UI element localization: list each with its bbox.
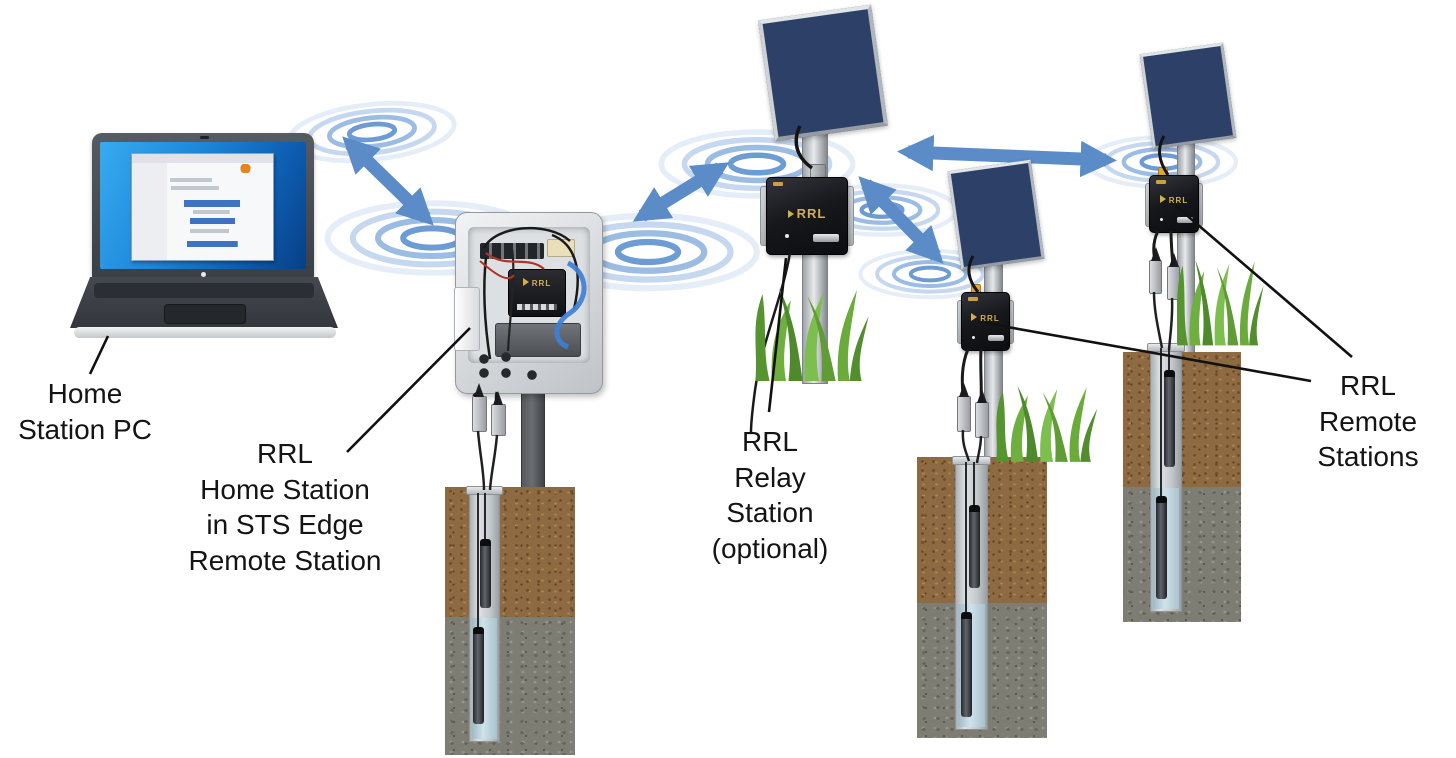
sensor-cable: [1167, 297, 1174, 351]
label-line: in STS Edge: [206, 509, 364, 541]
label-line: RRL: [741, 426, 798, 457]
grass-tuft: [996, 385, 1098, 462]
hinge-button: [201, 272, 206, 277]
laptop-keyboard: [94, 283, 314, 298]
laptop-bottom-edge: [74, 327, 336, 338]
logger-cable: [484, 493, 486, 541]
label-line: Home: [47, 378, 123, 409]
sensor-cable: [1152, 291, 1164, 349]
logger-cable: [965, 462, 967, 614]
label-line: (optional): [711, 532, 829, 564]
sensor-cable: [961, 429, 971, 462]
wireless-link-arrow: [897, 134, 1117, 178]
label-line: Remote Station: [188, 544, 382, 576]
grass-tuft: [755, 288, 869, 381]
label-line: RRL: [1339, 370, 1396, 401]
wireless-link-arrow: [858, 176, 944, 264]
label-home-pc: Home Station PC: [5, 376, 165, 447]
sensor-cable: [472, 390, 480, 397]
water-level-logger: [1164, 370, 1175, 467]
status-led: [1160, 218, 1163, 221]
water-level-logger: [961, 612, 972, 717]
logger-cable: [477, 493, 479, 629]
label-remote-stations: RRL Remote Stations: [1292, 368, 1444, 475]
bedrock-layer: [1123, 487, 1241, 622]
solar-cable: [794, 125, 814, 170]
sensor-cable: [975, 435, 983, 464]
label-leader-line: [346, 327, 471, 453]
sensor-cable: [1169, 230, 1175, 267]
well-casing: [466, 486, 503, 742]
logger-cable: [1160, 348, 1162, 496]
box-brand-text: RRL: [962, 313, 1009, 323]
casing-cap: [952, 456, 991, 465]
label-leader-line: [767, 257, 788, 413]
label-line: Relay: [734, 461, 806, 493]
label-leader-line: [984, 321, 1312, 383]
cable-connector: [1149, 247, 1162, 294]
laptop: [92, 133, 314, 280]
grass-tuft: [1177, 259, 1264, 346]
status-led: [785, 234, 789, 238]
cable-connector: [491, 391, 506, 436]
label-line: Station: [726, 497, 814, 529]
casing-cap: [1147, 343, 1185, 352]
home-station-enclosure: RRL: [454, 212, 603, 394]
water-level-logger: [969, 505, 980, 588]
webcam-icon: [200, 136, 209, 139]
box-brand-text: RRL: [767, 206, 847, 221]
label-leader-line: [88, 335, 110, 375]
connector-port: [988, 335, 1004, 341]
well-cross-section: [445, 486, 575, 755]
water-level-logger: [1156, 496, 1167, 599]
rrl-telemetry-box: RRL: [766, 177, 848, 255]
solar-cable: [967, 255, 980, 293]
rrl-logger-module: RRL: [508, 269, 566, 317]
connector-port: [1177, 217, 1193, 223]
label-leader-line: [1175, 205, 1353, 358]
logger-ports: [517, 304, 557, 310]
label-line: Station PC: [18, 413, 152, 445]
connector-port: [813, 234, 839, 242]
water-level-logger: [480, 539, 491, 608]
wireless-link-arrow: [342, 136, 434, 226]
label-line: RRL: [256, 438, 313, 469]
sensor-cable: [488, 434, 499, 491]
label-line: Stations: [1317, 441, 1419, 473]
rrl-telemetry-box: RRL: [961, 292, 1010, 351]
sensor-cable: [476, 430, 486, 491]
cable-connector: [472, 383, 487, 432]
label-line: Remote: [1318, 405, 1418, 437]
enclosure-wiring: [479, 226, 587, 360]
sensor-cable: [494, 391, 499, 405]
sensor-cable: [979, 348, 983, 403]
logger-cable: [1168, 348, 1170, 370]
logger-cable: [973, 462, 975, 507]
label-line: Home Station: [200, 473, 370, 505]
app-window: [131, 153, 274, 261]
sensor-cable: [1152, 230, 1160, 261]
water-level-logger: [473, 627, 484, 724]
wireless-link-arrow: [632, 162, 730, 222]
soil-layer: [1123, 352, 1241, 487]
laptop-touchpad: [164, 304, 246, 324]
desktop-wallpaper: [100, 142, 306, 269]
well-cross-section: [1123, 343, 1241, 622]
box-brand-text: RRL: [1150, 195, 1198, 205]
well-cross-section: [917, 456, 1047, 738]
bedrock-layer: [445, 617, 575, 755]
rrl-telemetry-box: RRL: [1149, 175, 1199, 233]
sensor-cable: [960, 348, 970, 397]
soil-layer: [445, 487, 575, 617]
solar-cable: [1158, 135, 1170, 176]
status-led: [972, 336, 975, 339]
label-relay-station: RRL Relay Station (optional): [680, 424, 860, 566]
label-home-station: RRL Home Station in STS Edge Remote Stat…: [160, 436, 410, 578]
logger-brand-text: RRL: [509, 278, 565, 288]
